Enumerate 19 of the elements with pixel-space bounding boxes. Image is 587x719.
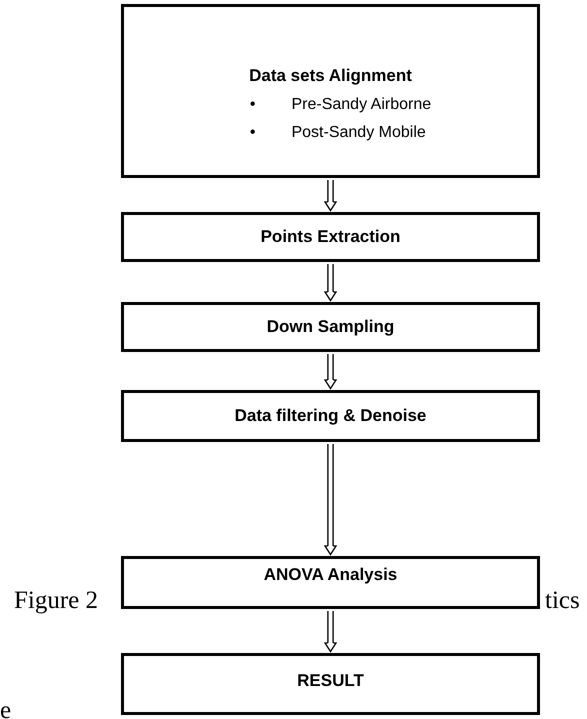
step-title: RESULT xyxy=(297,670,364,692)
process-box xyxy=(121,302,540,352)
process-box xyxy=(121,390,540,442)
list-item: Pre-Sandy Airborne xyxy=(291,94,432,114)
bullet-point: • xyxy=(250,122,256,142)
process-box xyxy=(121,653,540,715)
process-box xyxy=(121,4,540,178)
process-box xyxy=(121,212,540,262)
bullet-point: • xyxy=(250,94,256,114)
step-title: Points Extraction xyxy=(260,226,400,248)
caption-text: e xyxy=(0,696,12,719)
step-title: Down Sampling xyxy=(266,316,394,338)
caption-text: tics xyxy=(545,586,580,616)
step-title: Data filtering & Denoise xyxy=(234,405,426,428)
step-title: ANOVA Analysis xyxy=(264,564,398,586)
process-box xyxy=(121,556,540,609)
caption-text: Figure 2 xyxy=(14,586,98,616)
step-title: Data sets Alignment xyxy=(249,65,412,87)
list-item: Post-Sandy Mobile xyxy=(291,122,427,142)
